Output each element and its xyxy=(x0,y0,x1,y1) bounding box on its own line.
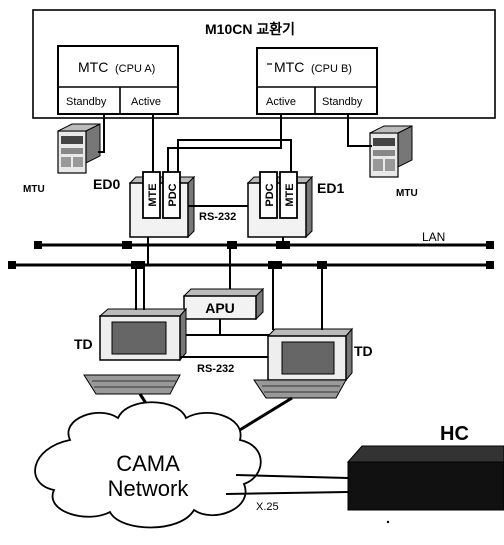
mtc-cpu-a: MTC (CPU A) Standby Active xyxy=(57,45,179,115)
mtc-a-standby: Standby xyxy=(66,96,107,108)
apu-unit: APU xyxy=(182,287,265,321)
ed1-mte: MTE xyxy=(284,183,296,206)
ed1-pdc: PDC xyxy=(264,183,276,206)
td-left-label: TD xyxy=(74,336,93,352)
mtc-b-standby: Standby xyxy=(322,96,363,108)
hc-label: HC xyxy=(440,423,469,445)
ed0-unit: MTE PDC ED0 xyxy=(93,171,196,239)
mtc-a-name: MTC xyxy=(78,59,108,75)
x25-label: X.25 xyxy=(256,501,279,513)
mtc-a-cpu: (CPU A) xyxy=(115,63,155,75)
td-right-label: TD xyxy=(354,343,373,359)
td-right-workstation: TD xyxy=(253,327,373,399)
lan-label: LAN xyxy=(422,230,445,244)
mtc-a-active: Active xyxy=(131,96,161,108)
mtc-b-cpu: (CPU B) xyxy=(311,63,352,75)
ed1-label: ED1 xyxy=(317,180,344,196)
cama-network-cloud: CAMA Network xyxy=(34,401,262,529)
mtu-left-label: MTU xyxy=(23,184,45,195)
ed0-pdc: PDC xyxy=(167,183,179,206)
mtu-right: MTU xyxy=(369,125,418,199)
apu-label: APU xyxy=(205,300,235,316)
cama-line2: Network xyxy=(108,476,190,501)
mtc-b-name: MTC xyxy=(274,59,304,75)
td-left-workstation: TD xyxy=(74,307,188,395)
mtc-b-active: Active xyxy=(266,96,296,108)
ed1-unit: PDC MTE ED1 xyxy=(246,171,344,239)
switch-title: M10CN 교환기 xyxy=(205,21,295,37)
mtu-right-label: MTU xyxy=(396,188,418,199)
rs232-bottom-label: RS-232 xyxy=(197,363,234,375)
mtu-left: MTU xyxy=(23,123,101,195)
switch-box: M10CN 교환기 xyxy=(32,9,496,119)
cama-line1: CAMA xyxy=(116,451,180,476)
ed0-label: ED0 xyxy=(93,176,120,192)
hc-host: HC xyxy=(346,423,504,511)
mtc-cpu-b: MTC (CPU B) Active Standby xyxy=(256,47,378,115)
ed0-mte: MTE xyxy=(147,183,159,206)
rs232-top-label: RS-232 xyxy=(199,211,236,223)
